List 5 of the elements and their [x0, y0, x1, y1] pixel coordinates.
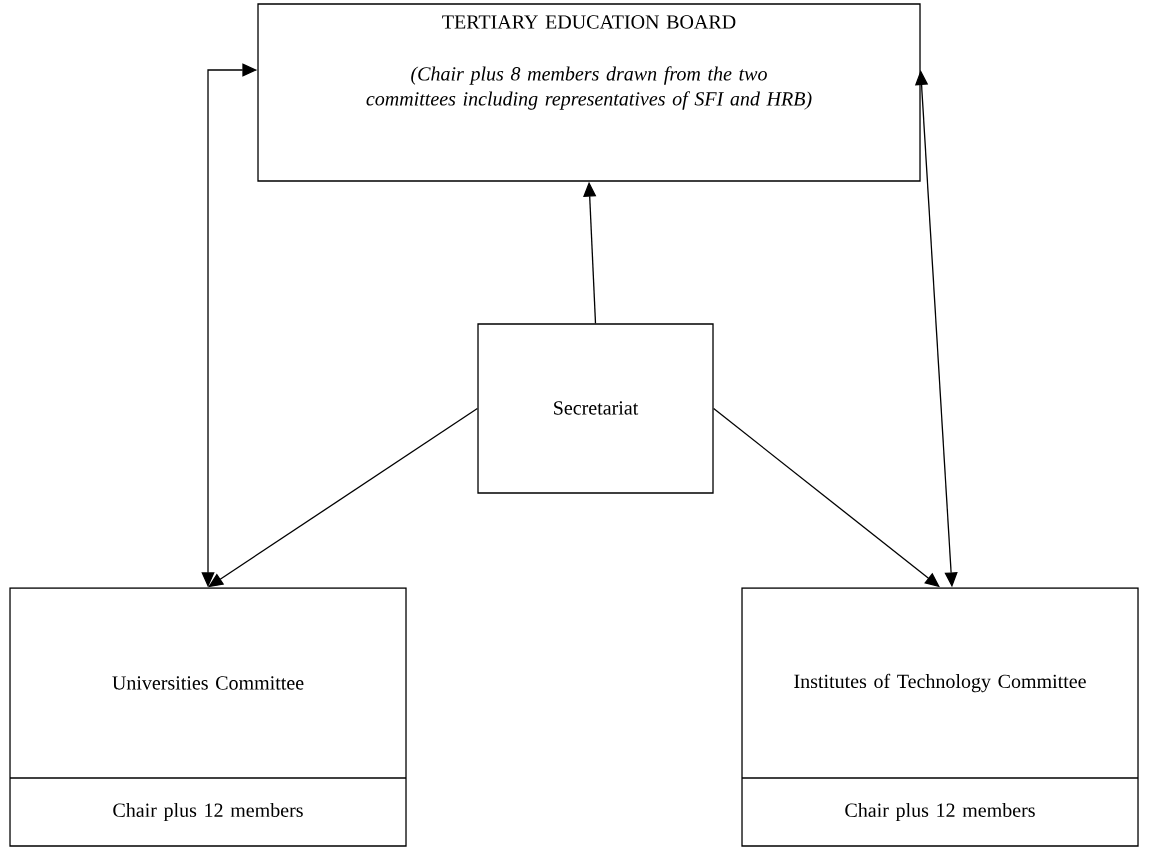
process-box: Secretariat: [477, 323, 714, 494]
process-box: TERTIARY EDUCATION BOARD (Chair plus 8 members drawn from the two committees including representatives of SFI and HRB): [257, 3, 921, 182]
process-box: Universities Committee Chair plus 12 members: [9, 587, 407, 847]
arrow: [208, 407, 478, 588]
process-box: Institutes of Technology Committee Chair plus 12 members: [741, 587, 1139, 847]
